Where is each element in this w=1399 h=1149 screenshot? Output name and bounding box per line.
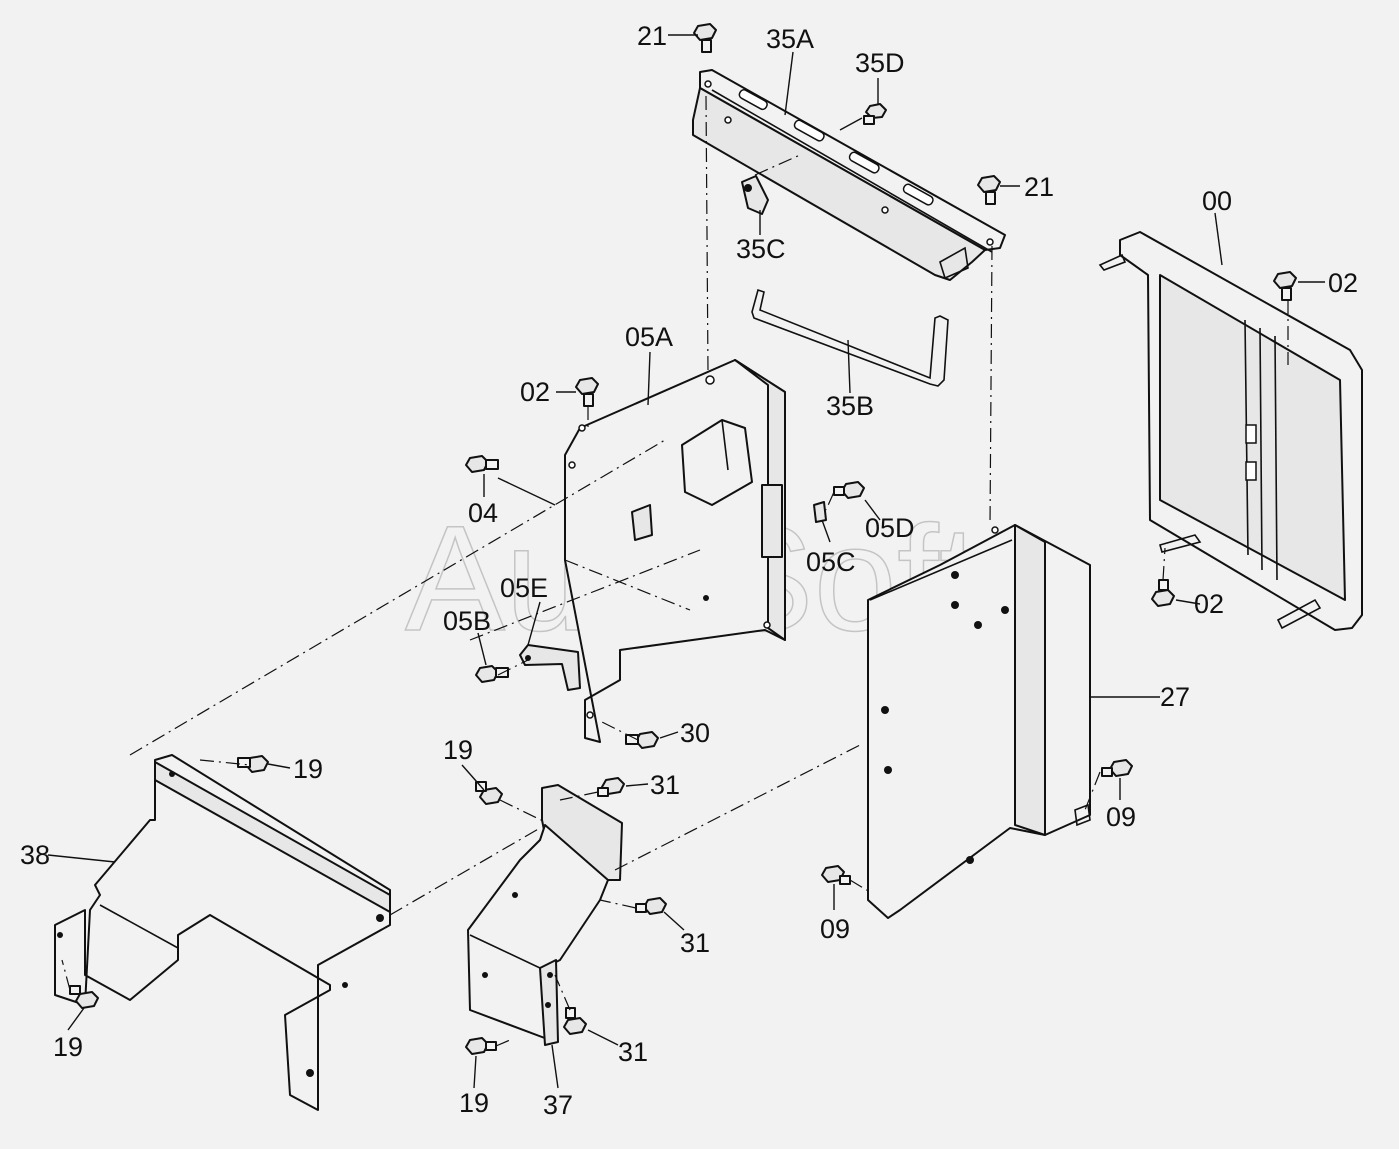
label-31-a: 31	[650, 770, 680, 800]
bolt-09-bottom	[821, 865, 851, 885]
bolt-31-a	[597, 777, 625, 797]
part-labels: 21 35A 35D 21 35C 00 02 05A 35B 02 04 05…	[20, 21, 1358, 1120]
label-19-b: 19	[293, 754, 323, 784]
bolt-21-top	[693, 23, 717, 53]
bolt-02-left	[575, 377, 599, 407]
label-05B: 05B	[443, 606, 491, 636]
part-05C-clip	[813, 501, 827, 523]
leader-lines	[47, 34, 1325, 1089]
label-21-right: 21	[1024, 172, 1054, 202]
label-05C: 05C	[806, 547, 856, 577]
part-00-cover	[1098, 231, 1363, 631]
bolt-31-c	[563, 1007, 587, 1035]
label-05D: 05D	[865, 513, 915, 543]
label-00: 00	[1202, 186, 1232, 216]
bolt-05D	[833, 481, 865, 499]
label-30: 30	[680, 718, 710, 748]
label-02-left: 02	[520, 377, 550, 407]
bolt-02-right-bottom	[1151, 579, 1175, 607]
bolt-group	[69, 23, 1297, 1055]
bolt-02-right-top	[1273, 271, 1297, 301]
label-35C: 35C	[736, 234, 786, 264]
label-02-right-top: 02	[1328, 268, 1358, 298]
part-35C-clip	[741, 175, 769, 215]
bolt-19-b	[475, 781, 503, 805]
label-09-right: 09	[1106, 802, 1136, 832]
bolt-19-d	[465, 1037, 497, 1055]
bolt-30	[625, 731, 659, 749]
label-31-c: 31	[618, 1037, 648, 1067]
part-37-panel	[467, 784, 623, 1046]
label-27: 27	[1160, 682, 1190, 712]
bolt-21-right	[977, 175, 1001, 205]
label-38: 38	[20, 840, 50, 870]
bolt-05B	[475, 665, 509, 683]
alignment-lines	[61, 95, 1289, 1047]
label-19-d: 19	[459, 1088, 489, 1118]
part-35B-rod	[751, 288, 949, 387]
label-21-top: 21	[637, 21, 667, 51]
part-27-panel	[867, 524, 1091, 919]
label-05E: 05E	[500, 573, 548, 603]
bolt-19-a	[237, 755, 269, 773]
bolt-35D	[863, 103, 887, 125]
part-38-panel	[54, 754, 391, 1111]
label-31-b: 31	[680, 928, 710, 958]
label-35B: 35B	[826, 391, 874, 421]
label-37: 37	[543, 1090, 573, 1120]
bolt-31-b	[635, 897, 667, 915]
label-35A: 35A	[766, 24, 814, 54]
part-05A-panel	[564, 359, 786, 743]
part-35A-bracket	[692, 69, 1006, 281]
bolt-04	[465, 455, 499, 473]
part-05E-bracket	[519, 644, 581, 691]
bolt-09-right	[1101, 759, 1133, 777]
label-04: 04	[468, 498, 498, 528]
label-19-c: 19	[53, 1032, 83, 1062]
label-05A: 05A	[625, 322, 673, 352]
label-19-a: 19	[443, 735, 473, 765]
label-02-right-bottom: 02	[1194, 589, 1224, 619]
label-09-bottom: 09	[820, 914, 850, 944]
label-35D: 35D	[855, 48, 905, 78]
bolt-19-c	[69, 985, 99, 1009]
